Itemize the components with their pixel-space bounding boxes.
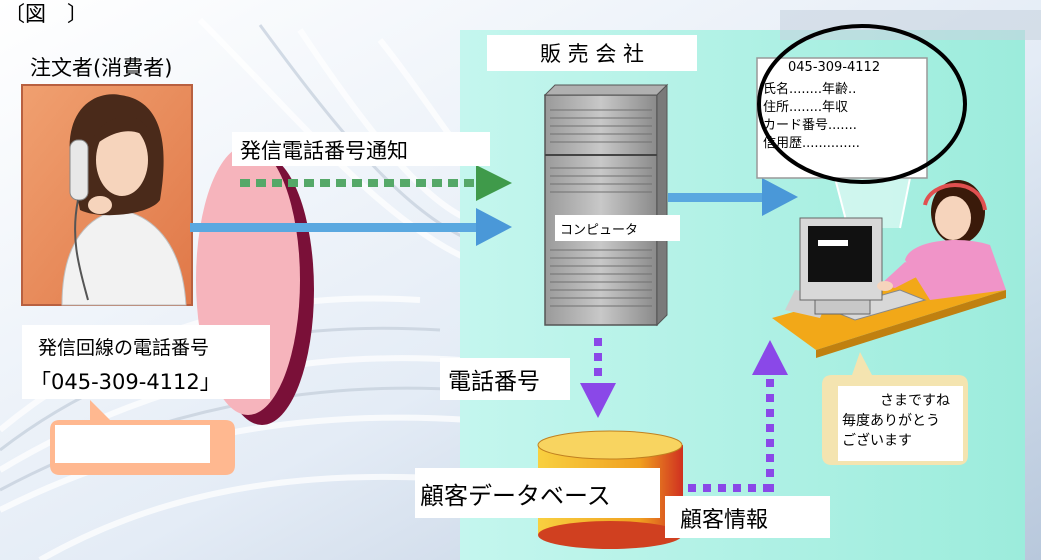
popup-phone: 045-309-4112 — [788, 60, 881, 75]
line-number-label: 発信回線の電話番号 — [38, 337, 210, 359]
popup-card-number: カード番号....... — [763, 118, 857, 133]
company-title: 販 売 会 社 — [540, 42, 645, 66]
computer-server-icon — [543, 83, 680, 327]
data-arrow-line — [668, 193, 764, 202]
caller-title: 注文者(消費者) — [30, 56, 173, 80]
data-arrow-head — [762, 178, 798, 216]
customer-info-label: 顧客情報 — [680, 508, 769, 533]
db-query-arrow-head — [580, 383, 616, 418]
headset-icon — [923, 183, 987, 211]
caller-portrait — [21, 84, 193, 306]
info-arrow-head — [752, 340, 788, 375]
phone-handset-icon — [69, 139, 89, 201]
database-label: 顧客データベース — [420, 482, 611, 510]
caller-id-notice-label: 発信電話番号通知 — [240, 139, 408, 163]
popup-address-income: 住所........年収 — [763, 100, 849, 115]
line-number-value: 「045-309-4112」 — [30, 370, 221, 394]
popup-credit-history: 信用歴.............. — [763, 136, 860, 151]
popup-highlight-circle — [757, 24, 967, 184]
operator-person — [877, 180, 1006, 300]
speech-line-2: 毎度ありがとう — [842, 413, 940, 429]
phone-number-label: 電話番号 — [448, 369, 540, 395]
speech-line-3: ございます — [842, 433, 912, 449]
speech-line-1: さまですね — [880, 393, 950, 409]
call-arrow-head — [476, 208, 512, 246]
computer-label: コンピュータ — [560, 223, 639, 238]
computer-label-box — [555, 215, 680, 241]
popup-name-age: 氏名........年齢.. — [763, 82, 857, 97]
notice-arrow-head — [476, 165, 512, 201]
operator-monitor-icon — [799, 217, 883, 315]
call-arrow-line — [190, 223, 478, 232]
popup-beam — [835, 178, 910, 228]
figure-label: 〔図 〕 — [4, 2, 88, 26]
